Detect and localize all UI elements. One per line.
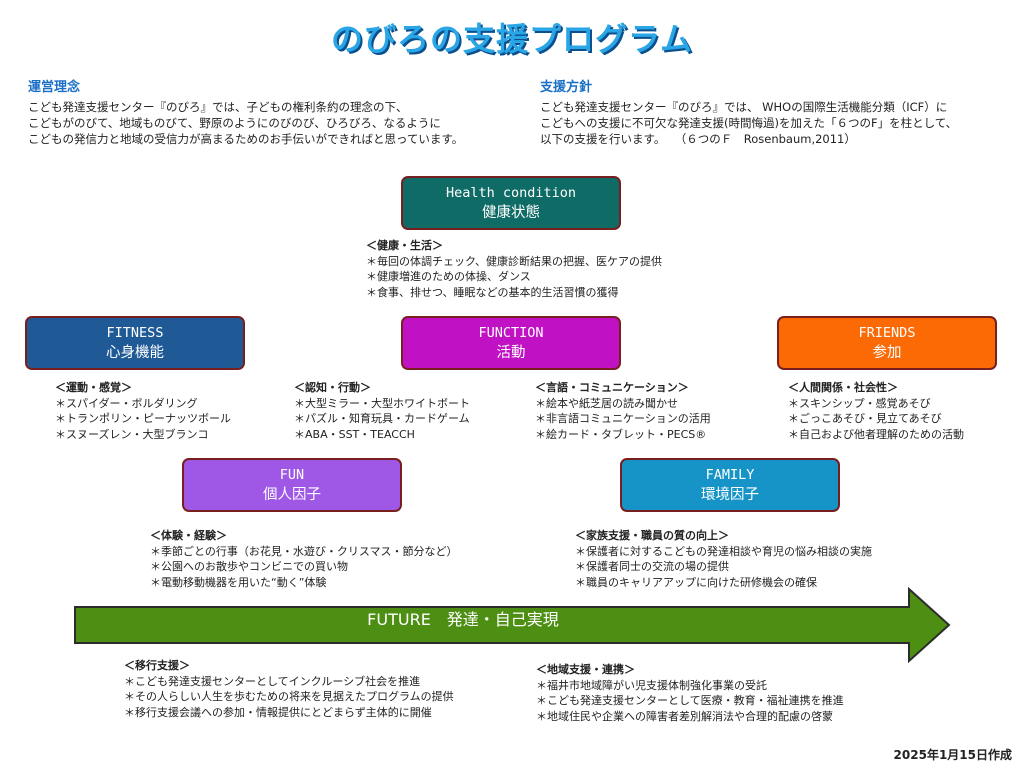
future-label: FUTURE 発達・自己実現 [367, 610, 559, 629]
health-condition-box: Health condition 健康状態 [401, 176, 621, 230]
friends-box: FRIENDS 参加 [777, 316, 997, 370]
fun-list: ＜体験・経験＞ ＊季節ごとの行事（お花見・水遊び・クリスマス・節分など） ＊公園… [150, 528, 458, 590]
list-item: ＊保護者に対するこどもの発達相談や育児の悩み相談の実施 [575, 544, 872, 558]
list-item: ＊パズル・知育玩具・カードゲーム [294, 412, 470, 425]
list-heading: ＜運動・感覚＞ [55, 381, 132, 394]
list-item: ＊スヌーズレン・大型ブランコ [55, 427, 209, 441]
created-date: 2025年1月15日作成 [893, 748, 1012, 762]
philosophy-line: こどもがのびて、地域ものびて、野原のようにのびのび、ひろびろ、なるように [28, 116, 441, 130]
list-item: ＊食事、排せつ、睡眠などの基本的生活習慣の獲得 [366, 285, 619, 299]
box-label-en: Health condition [445, 184, 577, 201]
list-heading: ＜家族支援・職員の質の向上＞ [575, 529, 729, 542]
list-item: ＊健康増進のための体操、ダンス [366, 270, 531, 283]
list-item: ＊絵本や紙芝居の読み聞かせ [535, 396, 678, 410]
health-list: ＜健康・生活＞ ＊毎回の体調チェック、健康診断結果の把握、医ケアの提供 ＊健康増… [366, 238, 662, 300]
page-title: のびろの支援プログラム [330, 20, 694, 58]
box-label-jp: 健康状態 [482, 204, 540, 221]
list-item: ＊スキンシップ・感覚あそび [788, 396, 931, 410]
policy-line: こども発達支援センター『のびろ』では、 WHOの国際生活機能分類（ICF）に [540, 100, 948, 114]
box-label-en: FUNCTION [478, 324, 544, 341]
language-list: ＜言語・コミュニケーション＞ ＊絵本や紙芝居の読み聞かせ ＊非言語コミュニケーシ… [535, 380, 711, 442]
family-box: FAMILY 環境因子 [620, 458, 840, 512]
list-heading: ＜体験・経験＞ [150, 529, 227, 542]
list-item: ＊ごっこあそび・見立てあそび [788, 412, 942, 425]
list-heading: ＜認知・行動＞ [294, 381, 371, 394]
list-item: ＊非言語コミュニケーションの活用 [535, 412, 711, 425]
policy-section: 支援方針 こども発達支援センター『のびろ』では、 WHOの国際生活機能分類（IC… [540, 80, 957, 147]
list-item: ＊その人らしい人生を歩むための将来を見据えたプログラムの提供 [124, 690, 454, 703]
list-item: ＊毎回の体調チェック、健康診断結果の把握、医ケアの提供 [366, 254, 663, 268]
list-heading: ＜言語・コミュニケーション＞ [535, 381, 689, 394]
list-item: ＊ABA・SST・TEACCH [294, 427, 415, 441]
future-arrow [74, 587, 951, 663]
family-list: ＜家族支援・職員の質の向上＞ ＊保護者に対するこどもの発達相談や育児の悩み相談の… [575, 528, 872, 590]
list-item: ＊地域住民や企業への障害者差別解消法や合理的配慮の啓蒙 [536, 709, 833, 723]
fun-box: FUN 個人因子 [182, 458, 402, 512]
philosophy-line: こどもの発信力と地域の受信力が高まるためのお手伝いができればと思っています。 [28, 132, 464, 146]
box-label-en: FRIENDS [858, 324, 916, 341]
friends-list: ＜人間関係・社会性＞ ＊スキンシップ・感覚あそび ＊ごっこあそび・見立てあそび … [788, 380, 964, 442]
list-heading: ＜移行支援＞ [124, 659, 190, 672]
box-label-jp: 心身機能 [106, 344, 164, 361]
list-item: ＊電動移動機器を用いた“動く”体験 [150, 575, 327, 589]
future-arrow-shape [74, 587, 951, 663]
list-heading: ＜人間関係・社会性＞ [788, 381, 898, 394]
community-list: ＜地域支援・連携＞ ＊福井市地域障がい児支援体制強化事業の受託 ＊こども発達支援… [536, 662, 844, 724]
list-item: ＊絵カード・タブレット・PECS® [535, 427, 707, 441]
fitness-list: ＜運動・感覚＞ ＊スパイダー・ボルダリング ＊トランポリン・ピーナッツボール ＊… [55, 380, 231, 442]
list-item: ＊こども発達支援センターとして医療・教育・福祉連携を推進 [536, 694, 844, 707]
box-label-jp: 環境因子 [701, 486, 759, 503]
box-label-jp: 個人因子 [263, 486, 321, 503]
fitness-box: FITNESS 心身機能 [25, 316, 245, 370]
list-item: ＊大型ミラー・大型ホワイトボート [294, 396, 470, 410]
box-label-en: FITNESS [106, 324, 164, 341]
policy-heading: 支援方針 [540, 80, 593, 95]
list-item: ＊季節ごとの行事（お花見・水遊び・クリスマス・節分など） [150, 544, 458, 558]
philosophy-line: こども発達支援センター『のびろ』では、子どもの権利条約の理念の下、 [28, 100, 408, 114]
list-heading: ＜地域支援・連携＞ [536, 663, 635, 676]
philosophy-section: 運営理念 こども発達支援センター『のびろ』では、子どもの権利条約の理念の下、 こ… [28, 80, 463, 147]
list-item: ＊こども発達支援センターとしてインクルーシブ社会を推進 [124, 674, 421, 688]
box-label-jp: 参加 [872, 344, 902, 361]
list-item: ＊保護者同士の交流の場の提供 [575, 560, 729, 573]
list-item: ＊移行支援会議への参加・情報提供にとどまらず主体的に開催 [124, 705, 432, 719]
philosophy-heading: 運営理念 [28, 80, 81, 95]
box-label-en: FUN [279, 466, 305, 483]
policy-line: 以下の支援を行います。 （６つのＦ Rosenbaum,2011） [540, 132, 856, 146]
list-item: ＊自己および他者理解のための活動 [788, 427, 964, 441]
policy-line: こどもへの支援に不可欠な発達支援(時間悔過)を加えた「６つのF」を柱として、 [540, 116, 958, 130]
box-label-jp: 活動 [496, 344, 526, 361]
list-item: ＊職員のキャリアアップに向けた研修機会の確保 [575, 575, 817, 589]
list-heading: ＜健康・生活＞ [366, 239, 443, 252]
transition-list: ＜移行支援＞ ＊こども発達支援センターとしてインクルーシブ社会を推進 ＊その人ら… [124, 658, 454, 720]
list-item: ＊福井市地域障がい児支援体制強化事業の受託 [536, 678, 767, 692]
function-box: FUNCTION 活動 [401, 316, 621, 370]
list-item: ＊公園へのお散歩やコンビニでの買い物 [150, 560, 348, 573]
list-item: ＊スパイダー・ボルダリング [55, 396, 198, 410]
list-item: ＊トランポリン・ピーナッツボール [55, 412, 231, 425]
box-label-en: FAMILY [705, 466, 755, 483]
cognition-list: ＜認知・行動＞ ＊大型ミラー・大型ホワイトボート ＊パズル・知育玩具・カードゲー… [294, 380, 470, 442]
